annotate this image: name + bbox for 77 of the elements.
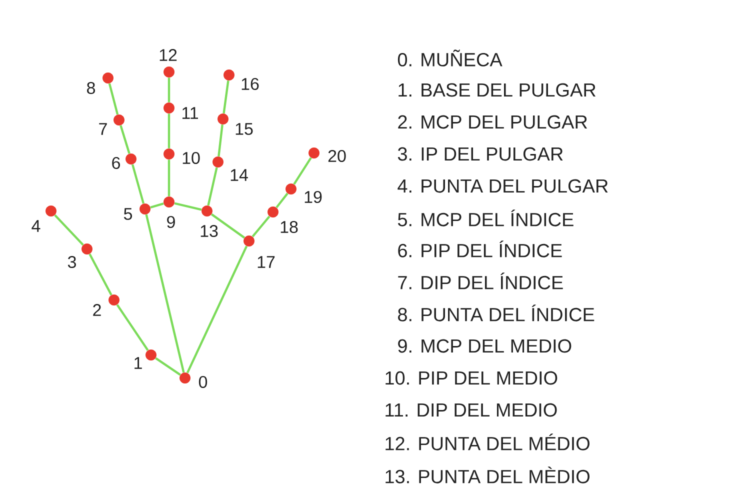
bone-line (186, 246, 248, 374)
landmark-dot (140, 204, 150, 214)
legend-item: 4. PUNTA DEL PULGAR (398, 179, 608, 193)
landmark-number: 14 (230, 169, 248, 181)
legend-item: 3. IP DEL PULGAR (398, 147, 563, 161)
legend-item: 1. BASE DEL PULGAR (398, 83, 596, 97)
landmark-dot (146, 350, 156, 360)
bone-line (168, 160, 170, 196)
landmark-dot (286, 184, 296, 194)
landmark-dot (218, 114, 228, 124)
landmark-dot (114, 114, 124, 126)
bone-line (207, 167, 218, 206)
landmark-dot (164, 148, 174, 160)
landmark-dot (244, 236, 254, 246)
landmark-dot (102, 72, 114, 84)
landmark-number: 19 (304, 190, 322, 204)
legend-item: 7. DIP DEL ÍNDICE (398, 272, 563, 290)
bone-line (222, 80, 230, 114)
bone-line (54, 214, 84, 246)
bone-line (150, 202, 164, 208)
landmark-number: 9 (167, 216, 175, 228)
landmark-number: 4 (32, 220, 40, 232)
landmark-number: 13 (200, 224, 218, 238)
landmark-dot (164, 66, 174, 78)
landmark-number: 1 (134, 357, 142, 369)
bone-line (168, 114, 170, 148)
bone-line (218, 124, 224, 156)
legend-item: 9. MCP DEL MEDIO (398, 339, 572, 353)
landmark-dot (268, 206, 278, 218)
landmark-number: 0 (198, 376, 208, 388)
legend-item: 5. MCP DEL ÍNDICE (398, 210, 574, 226)
landmark-dot (108, 294, 120, 306)
bone-line (116, 304, 149, 351)
landmark-number: 12 (160, 49, 177, 61)
landmark-number: 18 (280, 220, 298, 234)
bone-line (108, 83, 119, 115)
bone-line (168, 78, 170, 102)
landmark-number: 6 (112, 156, 120, 170)
bone-line (155, 357, 181, 376)
legend-item: 10. PIP DEL MEDIO (386, 371, 558, 385)
bone-line (252, 216, 270, 238)
legend-item: 6. PIP DEL ÍNDICE (398, 240, 562, 258)
legend-item: 13. PUNTA DEL MÈDIO (386, 466, 590, 484)
landmark-number: 8 (87, 82, 95, 94)
bone-line (174, 202, 202, 211)
legend-item: 8. PUNTA DEL ÍNDICE (398, 304, 594, 322)
bone-line (131, 164, 145, 204)
legend-item: 11. DIP DEL MEDIO (386, 403, 557, 417)
landmark-dot (180, 372, 190, 384)
landmark-number: 17 (258, 256, 275, 268)
landmark-dot (224, 70, 234, 80)
legend-item: 0. MUÑECA (398, 50, 502, 66)
landmark-dot (164, 196, 174, 208)
landmark-number: 20 (328, 150, 346, 162)
landmark-dot (212, 156, 224, 168)
landmark-number: 16 (242, 78, 259, 90)
landmark-number: 5 (124, 208, 132, 220)
bone-line (211, 213, 245, 239)
legend-item: 12. PUNTA DEL MÉDIO (386, 434, 590, 450)
landmark-dot (202, 206, 212, 216)
landmark-number: 11 (182, 107, 198, 119)
landmark-number: 7 (99, 123, 107, 135)
bone-line (88, 254, 112, 296)
landmark-dot (308, 148, 320, 158)
landmark-dot (46, 206, 56, 216)
landmark-number: 2 (93, 304, 101, 316)
bone-line (120, 125, 130, 154)
landmark-number: 3 (68, 256, 76, 268)
bone-line (145, 214, 185, 373)
bone-line (276, 192, 288, 208)
bone-line (293, 157, 312, 185)
landmark-number: 15 (236, 123, 253, 135)
legend-item: 2. MCP DEL PULGAR (398, 115, 588, 129)
landmark-dot (126, 154, 136, 164)
landmark-dot (82, 244, 92, 254)
landmark-dot (164, 102, 174, 114)
landmark-number: 10 (182, 152, 200, 164)
